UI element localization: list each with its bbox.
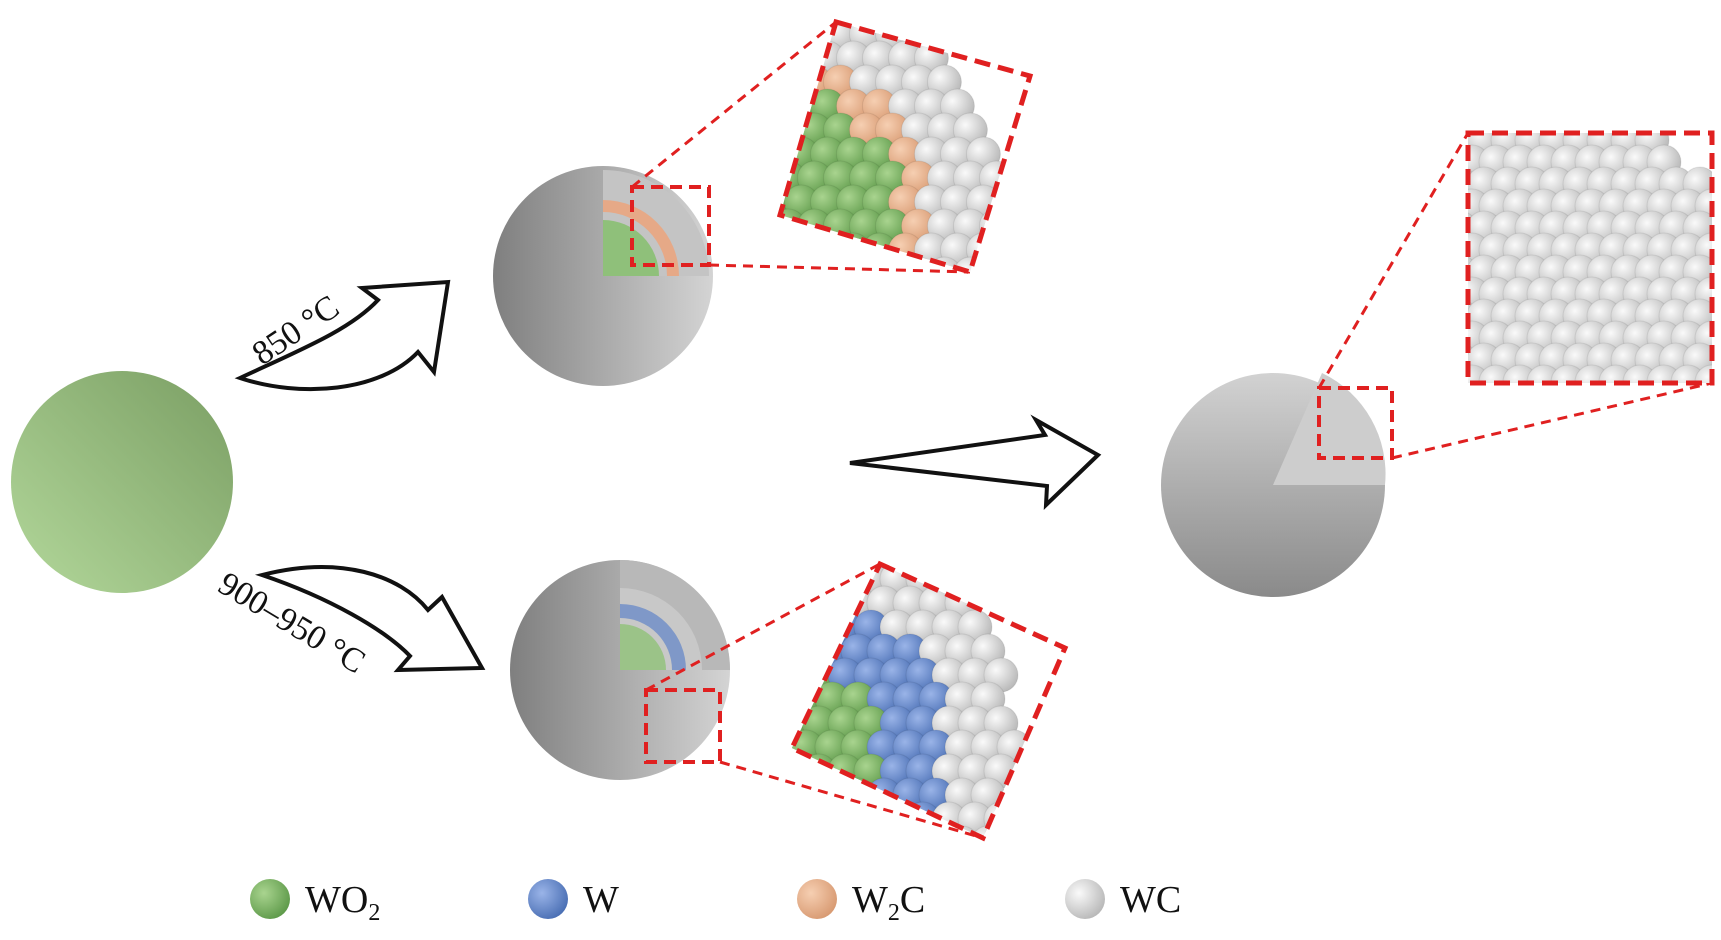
lower-zoom-guide xyxy=(719,760,984,840)
w-sphere xyxy=(892,825,928,838)
wc-sphere xyxy=(792,564,798,573)
wc-sphere xyxy=(840,564,876,573)
intermediate-particle-900-950 xyxy=(510,560,730,780)
wc-sphere xyxy=(970,825,1006,838)
w-sphere xyxy=(792,585,824,621)
wo2-sphere xyxy=(814,777,850,813)
wc-sphere xyxy=(796,22,832,52)
wo2-sphere xyxy=(796,256,832,272)
final-zoom-region xyxy=(1317,386,1394,460)
wo2-sphere xyxy=(780,256,806,272)
wc-sphere xyxy=(780,22,806,52)
wc-sphere xyxy=(780,40,793,76)
wc-sphere xyxy=(792,564,824,573)
w2c-sphere xyxy=(780,64,806,100)
final-zoom-guide xyxy=(1391,381,1713,460)
wc-sphere-icon xyxy=(1065,879,1105,919)
wc-sphere xyxy=(918,825,954,838)
w-sphere xyxy=(792,633,824,669)
wo2-sphere xyxy=(783,232,819,268)
w2c-sphere xyxy=(874,256,910,272)
legend-label-wc: WC xyxy=(1120,879,1181,921)
legend-label-wo2: WO2 xyxy=(305,879,380,926)
legend-item-w2c: W2C xyxy=(797,879,925,926)
upper-reaction-arrow xyxy=(234,279,451,392)
intermediate-particle-850 xyxy=(493,166,713,386)
w-sphere xyxy=(792,585,798,621)
lower-zoom-inset xyxy=(792,564,1065,838)
legend-item-w: W xyxy=(528,879,619,921)
wo2-sphere xyxy=(792,681,798,717)
w-sphere xyxy=(879,801,915,837)
w-sphere xyxy=(840,825,876,838)
upper-zoom-guide xyxy=(631,20,837,189)
upper-zoom-guide xyxy=(708,263,971,274)
wo2-sphere xyxy=(792,801,811,837)
upper-zoom-frame xyxy=(776,18,1034,276)
wo2-sphere xyxy=(792,729,798,765)
w-sphere xyxy=(905,801,941,837)
wc-sphere xyxy=(783,40,819,76)
wc-sphere xyxy=(861,22,897,28)
w-sphere xyxy=(792,609,811,645)
wc-sphere xyxy=(783,22,819,28)
wc-sphere xyxy=(780,22,793,28)
w-sphere-icon xyxy=(528,879,568,919)
final-wc-particle xyxy=(1161,373,1386,597)
final-zoom-frame xyxy=(1465,130,1715,386)
wo2-sphere xyxy=(801,801,837,837)
wo2-sphere xyxy=(822,256,858,272)
wo2-particle xyxy=(11,371,233,593)
w2c-sphere-icon xyxy=(797,879,837,919)
final-zoom-inset xyxy=(1468,133,1712,383)
wo2-sphere xyxy=(848,256,884,272)
lower-zoom-frame xyxy=(788,560,1069,842)
wo2-sphere xyxy=(780,88,793,124)
w-sphere xyxy=(792,825,824,838)
wo2-sphere xyxy=(780,232,793,268)
wc-sphere xyxy=(814,564,850,573)
w-sphere xyxy=(827,801,863,837)
w-sphere xyxy=(866,825,902,838)
wo2-sphere-icon xyxy=(250,879,290,919)
legend: WO2 W W2C WC xyxy=(250,879,1181,926)
w-sphere xyxy=(814,825,850,838)
wc-sphere xyxy=(792,564,811,597)
lower-zoom-guide xyxy=(645,562,881,692)
wo2-sphere xyxy=(809,232,845,268)
w-sphere xyxy=(792,633,798,669)
legend-item-wc: WC xyxy=(1065,879,1181,921)
wc-sphere xyxy=(978,256,1014,272)
wo2-sphere xyxy=(780,136,793,172)
upper-zoom-region xyxy=(630,185,711,267)
legend-label-w: W xyxy=(583,879,619,921)
w-sphere xyxy=(801,609,837,645)
legend-item-wo2: WO2 xyxy=(250,879,380,926)
lower-zoom-region xyxy=(644,688,722,764)
final-reaction-arrow xyxy=(849,414,1102,510)
w-sphere xyxy=(792,825,798,838)
wo2-sphere xyxy=(780,208,806,244)
lower-reaction-arrow xyxy=(254,565,486,673)
wo2-sphere xyxy=(792,657,811,693)
final-zoom-guide xyxy=(1317,132,1470,389)
legend-label-w2c: W2C xyxy=(852,879,925,926)
wo2-sphere xyxy=(801,753,837,789)
wc-sphere xyxy=(978,208,1014,244)
